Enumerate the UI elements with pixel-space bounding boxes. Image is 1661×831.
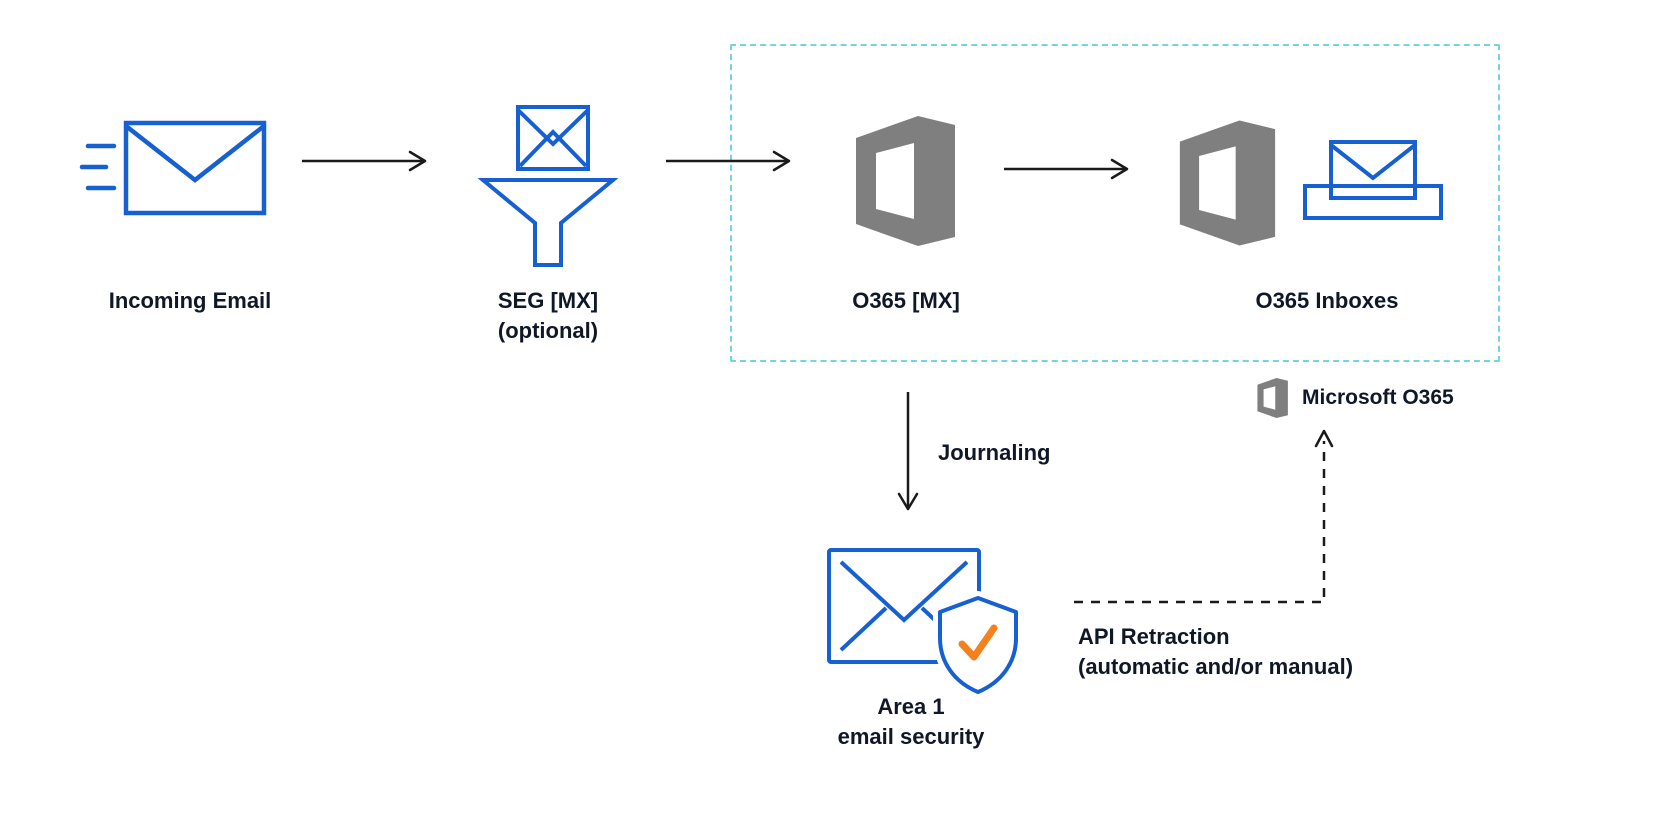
node-seg [477, 104, 619, 268]
node-area1 [826, 546, 1026, 699]
arrow-seg-to-o365mx [666, 150, 791, 172]
incoming-email-label: Incoming Email [108, 288, 272, 313]
area1-sublabel: email security [837, 724, 985, 749]
o365-inboxes-envelope [1303, 140, 1443, 220]
area1-label-block: Area 1 email security [806, 692, 1016, 752]
o365-logo-icon [1179, 120, 1276, 246]
node-incoming-email [79, 118, 268, 218]
api-retraction-sublabel: (automatic and/or manual) [1078, 654, 1354, 679]
node-o365-mx [852, 116, 958, 246]
inbox-envelope-icon [1303, 140, 1443, 220]
area1-label: Area 1 [877, 694, 945, 719]
seg-label-block: SEG [MX] (optional) [448, 286, 648, 346]
o365-logo-icon [856, 116, 955, 246]
node-o365-inboxes [1176, 120, 1278, 246]
seg-label: SEG [MX] [497, 288, 599, 313]
shield-check-icon [933, 591, 1023, 699]
o365-logo-icon [1257, 378, 1288, 418]
api-retraction-label: API Retraction [1078, 624, 1230, 649]
arrow-o365mx-to-inboxes [1004, 158, 1129, 180]
arrow-api-retraction [1074, 429, 1334, 604]
o365-boundary-box [730, 44, 1500, 362]
o365-mx-label: O365 [MX] [852, 288, 960, 313]
legend-label: Microsoft O365 [1302, 386, 1454, 409]
incoming-email-icon [79, 120, 267, 216]
area1-envelope-shield-icon [827, 548, 1023, 699]
legend-o365-icon-wrap [1256, 378, 1289, 418]
seg-sublabel: (optional) [497, 318, 599, 343]
arrow-journaling-down [897, 392, 919, 511]
arrow-incoming-to-seg [302, 150, 427, 172]
journaling-label: Journaling [938, 440, 1051, 465]
api-retraction-label-block: API Retraction (automatic and/or manual) [1078, 622, 1408, 682]
o365-inboxes-label: O365 Inboxes [1255, 288, 1399, 313]
seg-filter-icon [477, 105, 619, 267]
